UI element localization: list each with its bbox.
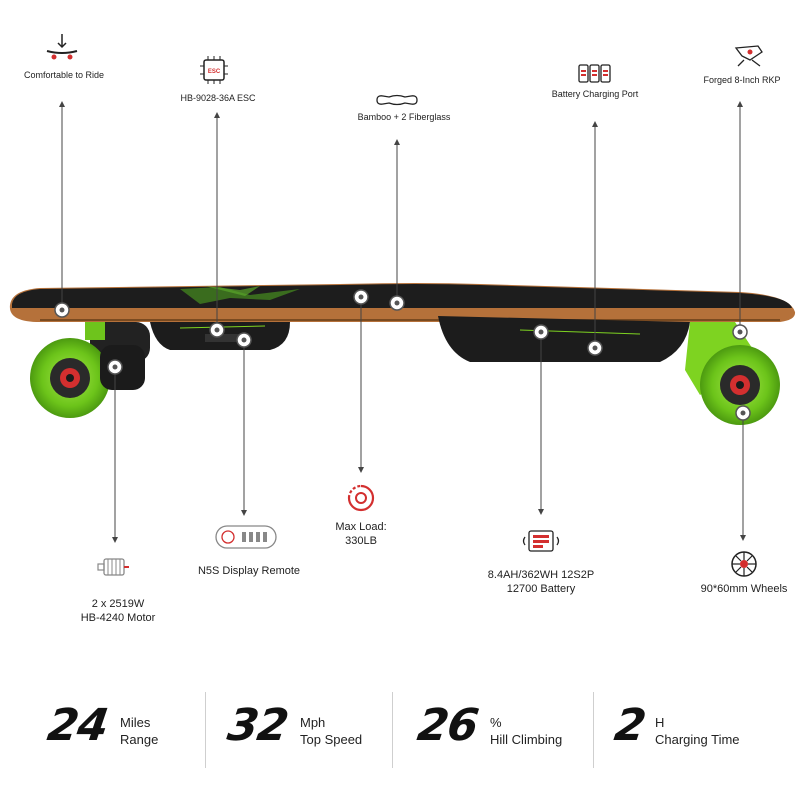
- stat-divider: [392, 692, 393, 768]
- load-gear-icon: [347, 484, 375, 512]
- stat-range-unit-bottom: Range: [120, 732, 159, 747]
- stat-charging-unit: H Charging Time: [655, 714, 740, 748]
- rear-wheel-assembly: [30, 322, 150, 418]
- callout-charging-port: Battery Charging Port: [551, 89, 639, 99]
- stat-charging: 2 H Charging Time: [611, 690, 775, 770]
- callout-esc: HB-9028-36A ESC: [180, 93, 256, 103]
- stat-hill-value: 26: [414, 700, 481, 751]
- stat-speed-unit-bottom: Top Speed: [300, 732, 363, 747]
- stat-speed-value: 32: [224, 700, 291, 751]
- stat-hill-unit: % Hill Climbing: [490, 714, 562, 748]
- stat-speed-unit-top: Mph: [300, 715, 326, 730]
- esc-icon-text: ESC: [208, 69, 221, 75]
- callout-trucks: Forged 8-Inch RKP: [703, 75, 781, 85]
- callout-motor-line2: HB-4240 Motor: [80, 612, 156, 624]
- callout-motor-line1: 2 x 2519W: [91, 598, 145, 610]
- wheel-icon: [731, 551, 757, 577]
- battery-enclosure: [438, 316, 690, 362]
- callout-load-line2: 330LB: [345, 535, 377, 547]
- stat-hill-unit-bottom: Hill Climbing: [490, 732, 563, 747]
- stat-divider: [205, 692, 206, 768]
- callout-load-line1: Max Load:: [335, 521, 387, 533]
- callout-battery: 8.4AH/362WH 12S2P 12700 Battery: [476, 568, 606, 596]
- front-wheel-assembly: [685, 322, 780, 425]
- callout-wheels: 90*60mm Wheels: [700, 583, 788, 595]
- battery-cycle-icon: [522, 530, 560, 552]
- callout-load: Max Load: 330LB: [316, 520, 406, 548]
- stat-speed: 32 Mph Top Speed: [224, 690, 388, 770]
- skateboard-down-arrow-icon: [46, 34, 78, 60]
- esc-chip-icon: ESC: [200, 56, 228, 84]
- callout-battery-line1: 8.4AH/362WH 12S2P: [487, 569, 595, 581]
- stat-hill: 26 % Hill Climbing: [414, 690, 588, 770]
- stat-range-unit-top: Miles: [120, 715, 151, 730]
- callout-comfort: Comfortable to Ride: [23, 70, 105, 80]
- callout-points: [54, 289, 751, 421]
- stat-divider: [593, 692, 594, 768]
- stat-range-unit: Miles Range: [120, 714, 158, 748]
- stat-charging-unit-bottom: Charging Time: [655, 732, 740, 747]
- stat-charging-value: 2: [611, 700, 649, 751]
- stat-charging-unit-top: H: [655, 715, 665, 730]
- callout-lines: [59, 101, 746, 543]
- callout-remote: N5S Display Remote: [197, 565, 301, 577]
- truck-icon: [734, 45, 763, 67]
- stat-range-value: 24: [44, 700, 111, 751]
- deck-shape-icon: [376, 94, 418, 106]
- battery-cells-icon: [578, 64, 611, 83]
- stat-range: 24 Miles Range: [44, 690, 198, 770]
- stat-hill-unit-top: %: [490, 715, 502, 730]
- remote-icon: [215, 525, 277, 549]
- callout-battery-line2: 12700 Battery: [506, 583, 576, 595]
- callout-deck: Bamboo + 2 Fiberglass: [357, 112, 451, 122]
- motor-icon: [97, 558, 129, 576]
- callout-motor: 2 x 2519W HB-4240 Motor: [58, 597, 178, 625]
- stat-speed-unit: Mph Top Speed: [300, 714, 362, 748]
